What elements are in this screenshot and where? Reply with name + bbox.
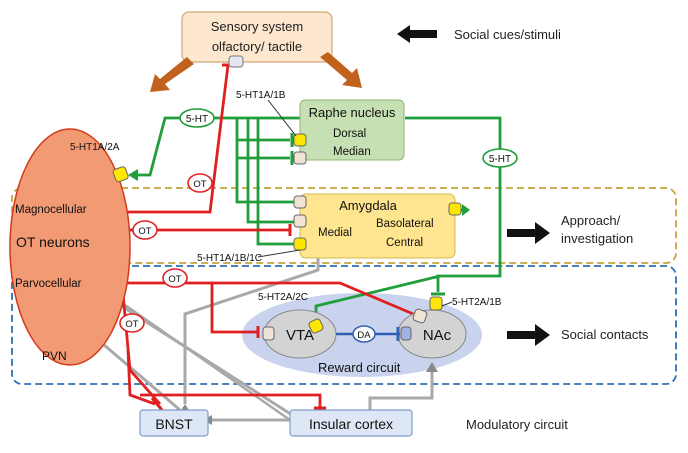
amygdala-receptor-right <box>448 202 462 216</box>
pvn-ellipse <box>9 128 131 366</box>
raphe-title: Raphe nucleus <box>309 105 396 120</box>
pvn-parvocellular: Parvocellular <box>15 278 82 290</box>
da-label: DA <box>357 330 371 341</box>
ot-bubble-2: OT <box>132 220 158 240</box>
brown-arrow-right <box>320 52 362 88</box>
brown-arrow-left <box>150 57 194 92</box>
bnst-box <box>139 409 209 437</box>
5ht-bubble-right <box>482 148 518 168</box>
green-arrow-to-pvn <box>128 169 138 181</box>
modulatory-circuit-label: Modulatory circuit <box>466 417 568 432</box>
ot-bubble-4-label: OT <box>125 319 138 330</box>
ot-bubble-3-label: OT <box>168 274 181 285</box>
receptor-label-1a2a: 5-HT1A/2A <box>70 142 120 153</box>
approach-arrow <box>507 222 550 244</box>
insular-cortex-label: Insular cortex <box>309 416 393 432</box>
ot-bubble-4: OT <box>119 313 145 333</box>
social-contacts-region-dashed <box>11 265 677 385</box>
approach-region-dashed <box>11 187 677 264</box>
da-bubble <box>352 325 376 343</box>
5ht-bubble-left <box>179 108 215 128</box>
amygdala-receptor-1 <box>293 195 307 209</box>
sensory-line1: Sensory system <box>211 19 303 34</box>
receptor-leader-1a1b1c <box>257 249 301 258</box>
amygdala-receptor-3 <box>293 237 307 251</box>
nac-receptor-top <box>429 296 443 311</box>
bnst-label: BNST <box>155 416 193 432</box>
receptor-leader-1a1b <box>267 99 297 137</box>
social-cues-label: Social cues/stimuli <box>454 27 561 42</box>
pvn-ot-neurons: OT neurons <box>16 234 90 250</box>
raphe-receptor-dorsal <box>293 133 307 147</box>
amygdala-medial: Medial <box>318 227 352 239</box>
sensory-receptor <box>228 55 244 68</box>
sensory-line2: olfactory/ tactile <box>212 39 302 54</box>
raphe-median: Median <box>333 146 371 158</box>
approach-line1: Approach/ <box>561 213 621 228</box>
green-arrow-amygdala-out <box>462 204 470 216</box>
ot-bubble-3: OT <box>162 268 188 288</box>
approach-line2: investigation <box>561 231 633 246</box>
pvn-label: PVN <box>42 349 67 363</box>
nac-receptor-ot <box>412 308 428 324</box>
receptor-label-1a1b1c: 5-HT1A/1B/1C <box>197 253 262 264</box>
pvn-magnocellular: Magnocellular <box>15 204 87 216</box>
amygdala-receptor-2 <box>293 214 307 228</box>
amygdala-central: Central <box>386 237 423 249</box>
receptor-leader-2a1b <box>441 301 453 307</box>
5ht-bubble-right-label: 5-HT <box>489 154 511 165</box>
social-contacts-label: Social contacts <box>561 327 649 342</box>
ot-bubble-1: OT <box>187 173 213 193</box>
vta-label: VTA <box>286 327 314 344</box>
sensory-system-box <box>181 11 333 63</box>
receptor-label-2a1b: 5-HT2A/1B <box>452 297 502 308</box>
nac-label: NAc <box>423 327 452 344</box>
nac-receptor-left <box>400 326 412 341</box>
5ht-bubble-left-label: 5-HT <box>186 114 208 125</box>
ot-bubble-1-label: OT <box>193 179 206 190</box>
reward-circuit-label: Reward circuit <box>318 360 401 375</box>
receptor-label-1a1b: 5-HT1A/1B <box>236 90 286 101</box>
ot-bubble-2-label: OT <box>138 226 151 237</box>
vta-receptor <box>262 326 275 341</box>
amygdala-basolateral: Basolateral <box>376 218 434 230</box>
receptor-label-2a2c: 5-HT2A/2C <box>258 292 308 303</box>
social-cues-arrow <box>397 25 437 43</box>
amygdala-title: Amygdala <box>339 198 398 213</box>
raphe-nucleus-box <box>299 99 405 161</box>
vta-receptor-green <box>308 318 324 334</box>
social-contacts-arrow <box>507 324 550 346</box>
pvn-receptor <box>112 166 129 183</box>
raphe-receptor-median <box>293 151 307 165</box>
insular-cortex-box <box>289 409 413 437</box>
raphe-dorsal: Dorsal <box>333 128 366 140</box>
